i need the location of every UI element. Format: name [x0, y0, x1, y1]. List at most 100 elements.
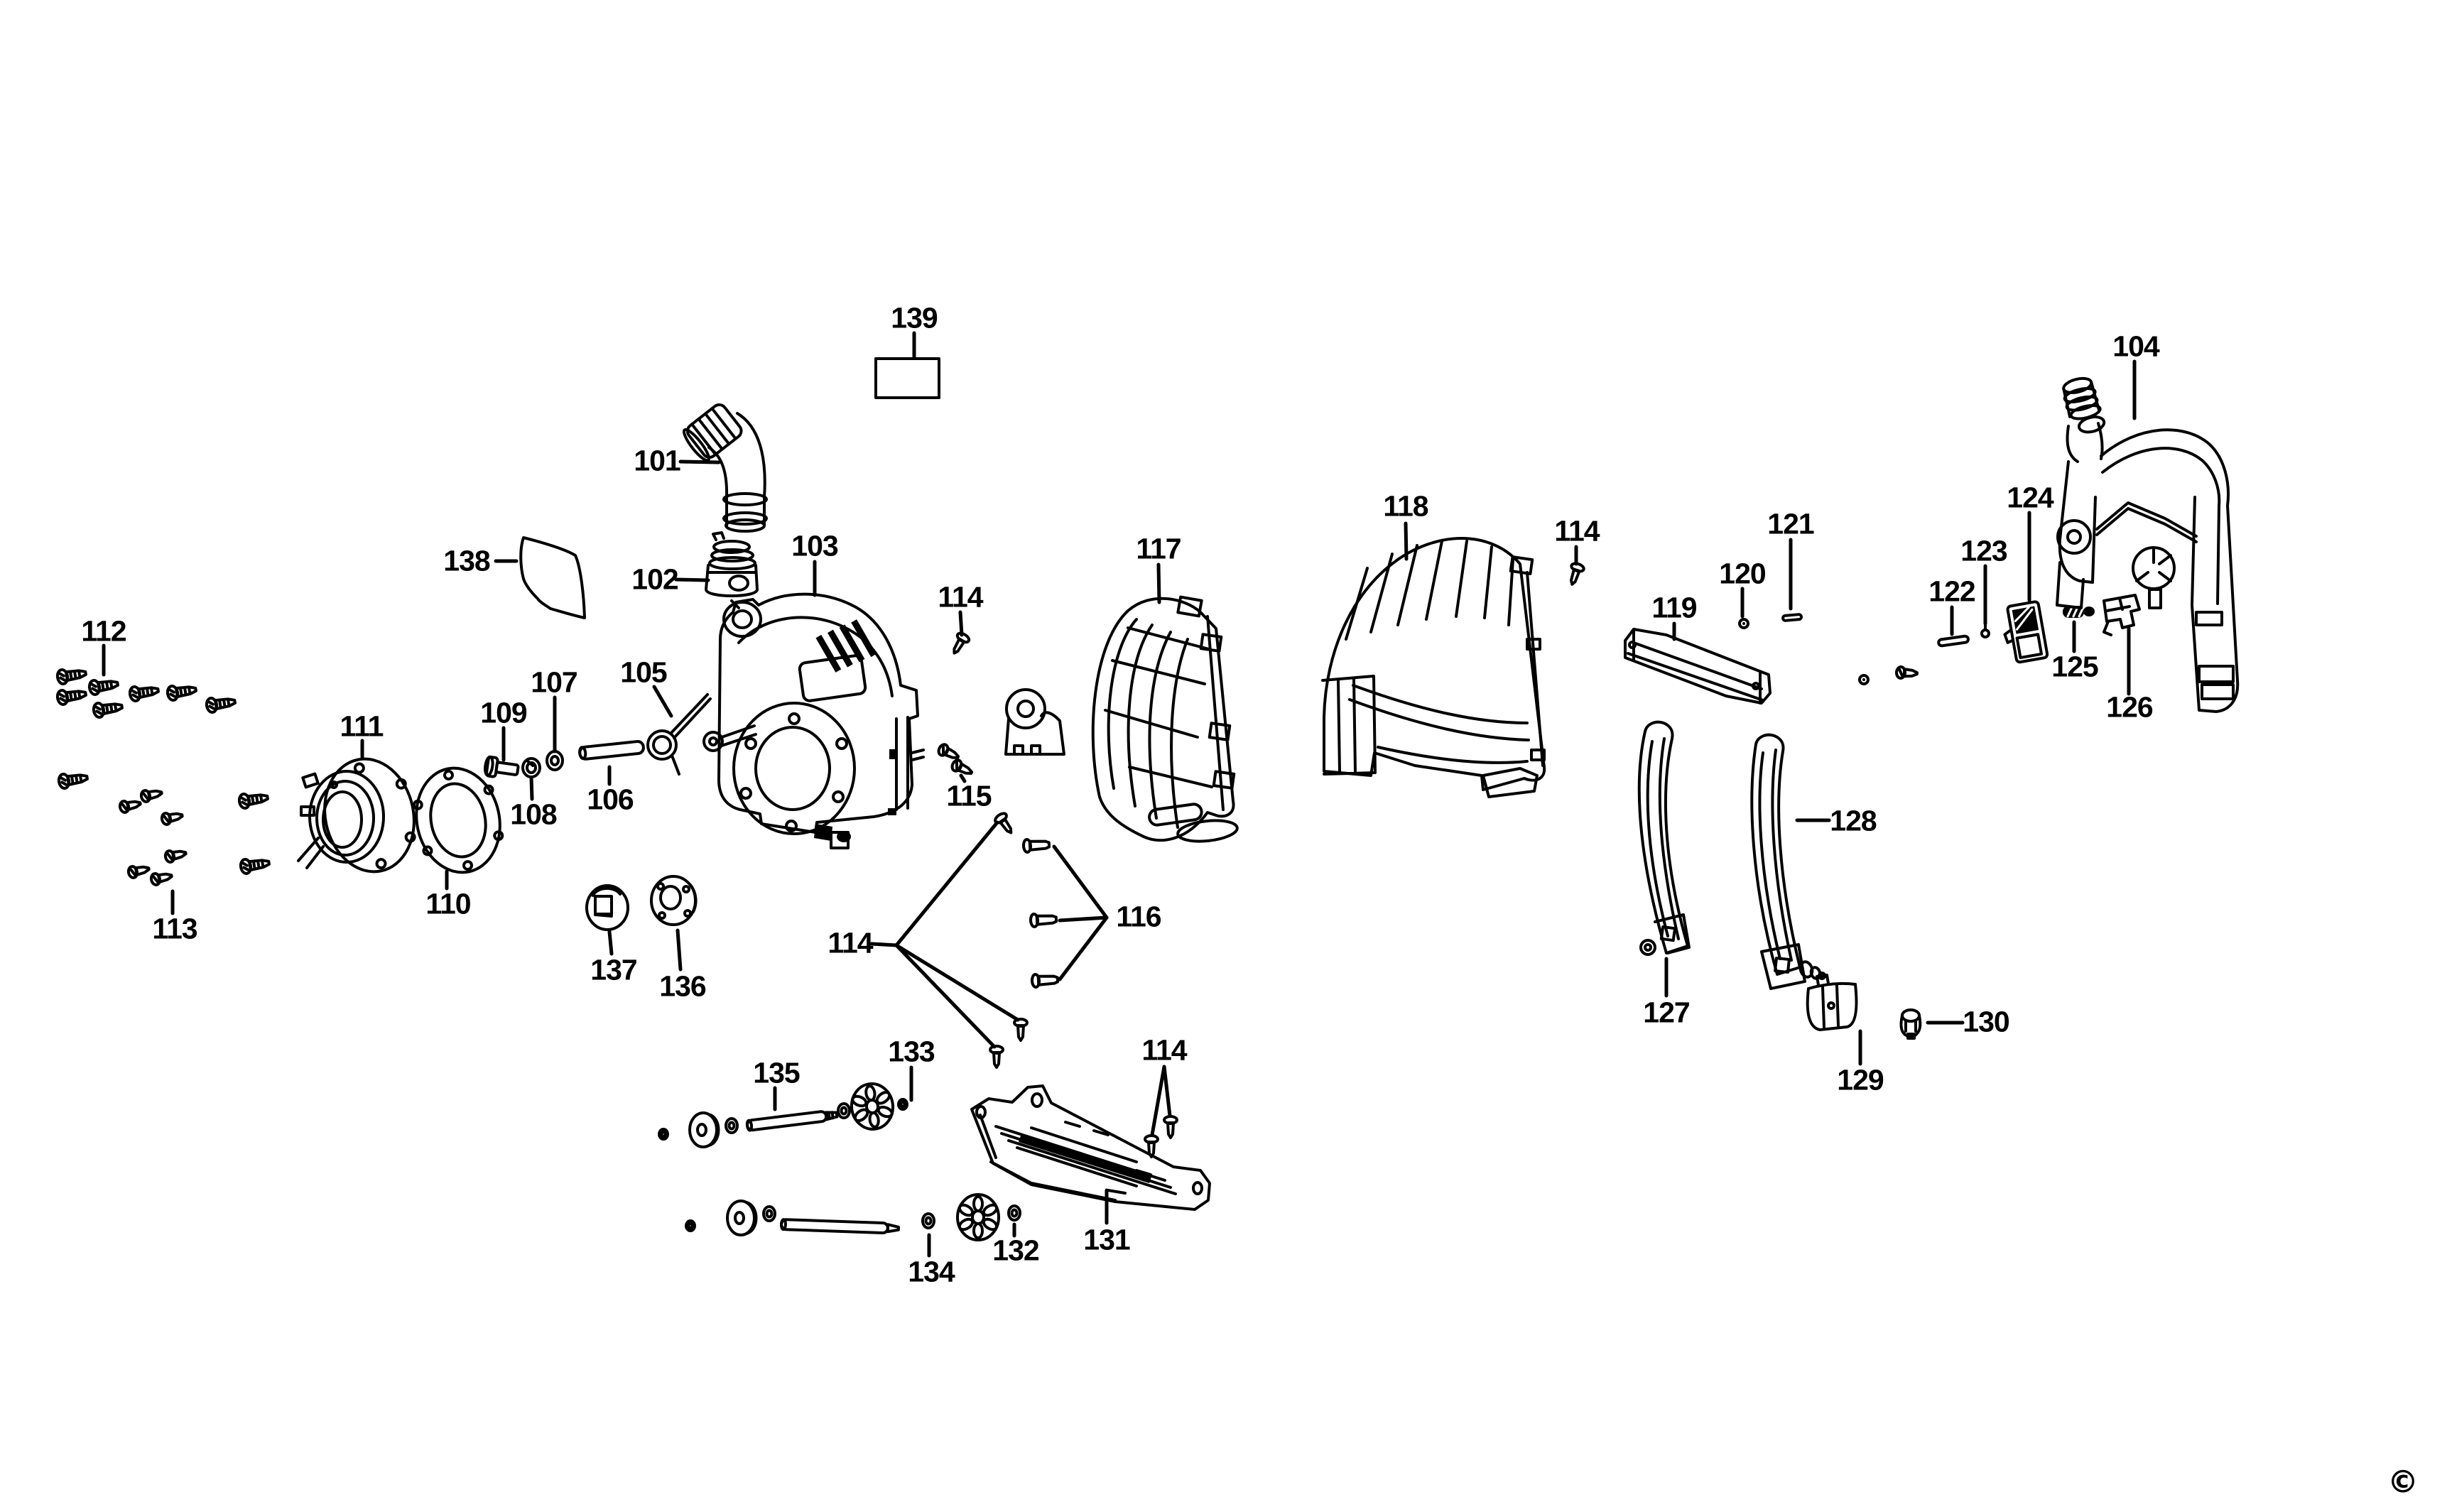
part-138-window-shield — [519, 536, 586, 619]
leader-136 — [675, 928, 683, 972]
callout-135: 135 — [753, 1056, 800, 1089]
washer-icon — [762, 1205, 776, 1222]
callout-116: 116 — [1116, 900, 1161, 933]
leader-114-103 — [958, 610, 964, 637]
wheel-133-icon — [847, 1079, 898, 1133]
screw-icon — [55, 664, 89, 686]
leader-114-center-c — [894, 943, 997, 1049]
washer-icon — [837, 1102, 851, 1119]
callout-120: 120 — [1719, 557, 1766, 590]
callout-114-near-118: 114 — [1554, 514, 1600, 548]
washer-134-icon — [921, 1212, 935, 1229]
washer-dot — [1858, 674, 1870, 685]
screw-icon — [139, 785, 165, 805]
screw-icon — [989, 1045, 1004, 1069]
roller-axle-assembly-upper — [658, 1079, 908, 1148]
screw-icon — [204, 692, 238, 714]
callout-132: 132 — [992, 1234, 1039, 1267]
screws-114-115-116 — [937, 560, 1587, 1158]
roller-axle-assembly-lower — [685, 1193, 1021, 1241]
pin-123-head — [1980, 629, 1990, 638]
part-107-washer — [546, 750, 564, 771]
part-137-knob-cap — [585, 884, 629, 931]
callout-106: 106 — [587, 783, 634, 816]
part-105-torsion-spring — [646, 693, 712, 776]
callout-125: 125 — [2051, 650, 2098, 683]
leader-108 — [529, 776, 534, 801]
leader-116-b — [1058, 915, 1109, 923]
leader-116-c — [1058, 915, 1109, 981]
callout-134: 134 — [908, 1255, 955, 1288]
callout-139: 139 — [891, 301, 938, 335]
callout-123: 123 — [1960, 534, 2007, 567]
callout-114-near-103: 114 — [938, 580, 983, 614]
callout-101: 101 — [634, 444, 680, 477]
leader-116-a — [1052, 844, 1109, 920]
part-109-bolt — [484, 755, 520, 778]
part-118-blade-cover — [1321, 537, 1546, 798]
part-126-bracket — [2103, 594, 2141, 636]
callout-124: 124 — [2007, 481, 2053, 514]
callout-118: 118 — [1383, 489, 1428, 523]
pin-121 — [1781, 613, 1803, 622]
leader-lines — [102, 331, 2137, 1258]
callout-108: 108 — [510, 798, 557, 831]
screw-icon — [1032, 973, 1058, 987]
screw-icon — [1163, 1115, 1178, 1139]
leader-114-center-b — [894, 943, 1020, 1022]
screw-icon — [163, 846, 189, 865]
callout-113: 113 — [152, 912, 197, 945]
callout-114-near-131: 114 — [1141, 1033, 1187, 1067]
washer-icon — [725, 1117, 739, 1134]
part-103-gear-housing — [702, 592, 925, 849]
part-131-base-plate — [970, 1084, 1211, 1211]
screw-icon — [1013, 1018, 1029, 1042]
callout-109: 109 — [480, 696, 527, 729]
part-111-flange — [297, 757, 416, 874]
leader-114-base-a — [1150, 1065, 1166, 1137]
callout-114-center: 114 — [828, 926, 873, 959]
callout-138: 138 — [443, 544, 490, 577]
part-128-guide-rail-right — [1750, 733, 1826, 990]
screw-icon — [992, 810, 1018, 838]
screw-icon — [126, 861, 152, 881]
screw-icon — [87, 675, 121, 697]
callout-129: 129 — [1837, 1063, 1884, 1097]
screw-icon — [165, 680, 199, 702]
washer-icon — [1007, 1204, 1021, 1222]
screw-icon — [56, 768, 90, 790]
leader-115 — [959, 773, 967, 783]
screw-icon — [1024, 838, 1050, 852]
axle-lower — [779, 1218, 900, 1234]
screw-icon — [237, 788, 271, 810]
callout-130: 130 — [1963, 1005, 2009, 1038]
callout-121: 121 — [1767, 507, 1814, 540]
leader-114-center-a — [869, 820, 999, 947]
screw-icon — [238, 854, 272, 876]
callout-122: 122 — [1928, 575, 1975, 608]
part-136-hub — [650, 875, 698, 926]
screw-icon — [148, 869, 175, 888]
part-135-axle — [745, 1110, 839, 1132]
screw-icon — [127, 681, 161, 703]
screw-icon — [1031, 913, 1057, 927]
nut-120 — [1738, 618, 1749, 629]
part-101-dust-elbow — [682, 403, 768, 533]
leader-105 — [652, 685, 673, 718]
washer-icon — [685, 1219, 696, 1232]
screw-icon — [117, 796, 143, 815]
screw-icon — [91, 697, 125, 719]
screw-icon — [55, 685, 89, 707]
part-127-guide-rail-left — [1637, 720, 1691, 956]
callout-105: 105 — [620, 656, 667, 689]
screw-icon — [1564, 560, 1587, 588]
screw-icon — [1897, 667, 1918, 679]
part-104-frame — [2056, 376, 2240, 713]
callout-107: 107 — [531, 665, 577, 699]
callout-119: 119 — [1651, 591, 1697, 624]
washer-icon — [897, 1098, 908, 1111]
washer-icon — [658, 1128, 669, 1141]
part-117-guard-cage — [1004, 595, 1239, 843]
